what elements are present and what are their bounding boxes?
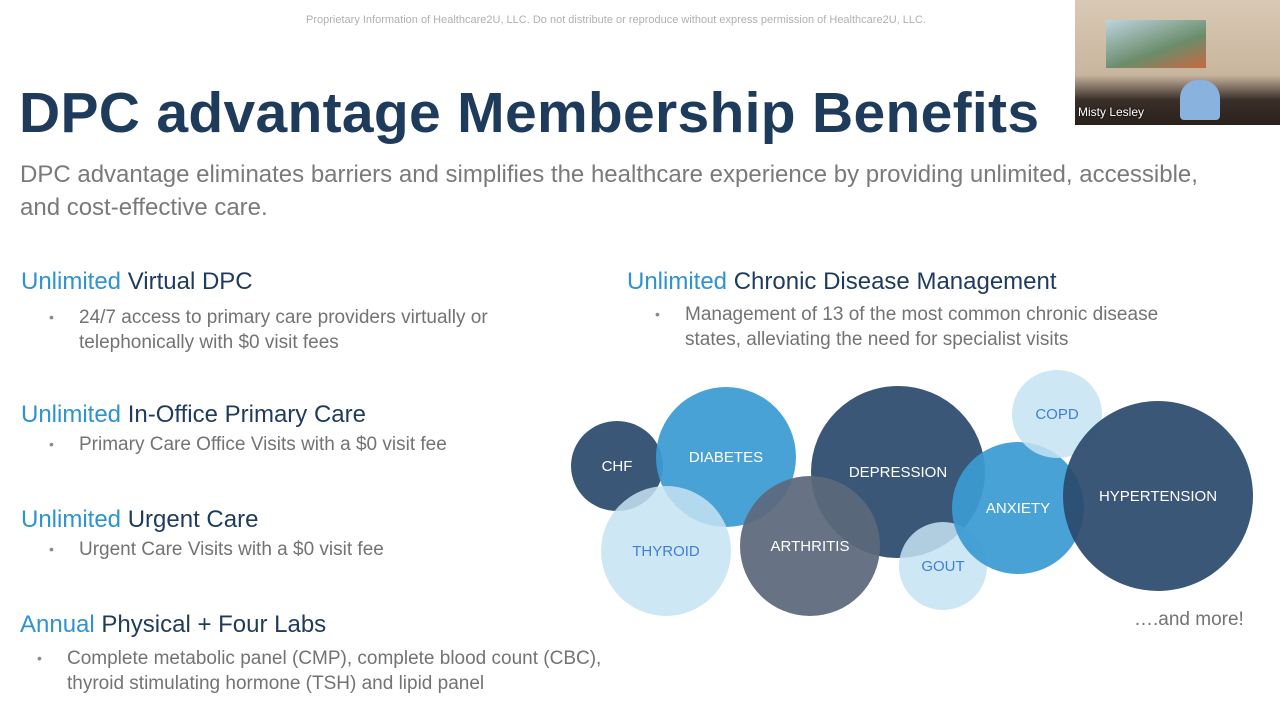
heading-text: Urgent Care: [127, 506, 259, 533]
bubble-label: THYROID: [632, 543, 700, 560]
bullet: • Complete metabolic panel (CMP), complet…: [37, 646, 627, 696]
bubble-thyroid: [601, 486, 731, 616]
section-in-office: Unlimited In-Office Primary Care • Primar…: [21, 401, 569, 457]
bullet-icon: •: [37, 650, 42, 666]
bubble-anxiety: [952, 442, 1084, 574]
bullet-text: Management of 13 of the most common chro…: [685, 304, 1159, 350]
section-virtual-dpc: Unlimited Virtual DPC • 24/7 access to pr…: [21, 268, 529, 355]
heading-accent: Unlimited: [21, 401, 122, 428]
bubble-chf: [571, 421, 663, 511]
bullet-icon: •: [49, 309, 54, 325]
bubble-label: DEPRESSION: [849, 464, 947, 481]
section-heading: Unlimited In-Office Primary Care: [21, 401, 569, 429]
section-heading: Unlimited Chronic Disease Management: [627, 268, 1215, 296]
bullet-icon: •: [49, 436, 54, 452]
bubble-label: COPD: [1035, 406, 1079, 423]
confidentiality-notice: Proprietary Information of Healthcare2U,…: [306, 14, 926, 26]
bubble-label: CHF: [602, 458, 633, 475]
page-title: DPC advantage Membership Benefits: [19, 81, 1040, 145]
heading-text: Physical + Four Labs: [101, 611, 327, 638]
heading-accent: Unlimited: [21, 268, 122, 295]
bullet-icon: •: [49, 541, 54, 557]
and-more-text: ….and more!: [1134, 609, 1244, 630]
bubble-label: ANXIETY: [986, 500, 1050, 517]
bullet-text: Primary Care Office Visits with a $0 vis…: [79, 434, 447, 455]
bullet-text: Complete metabolic panel (CMP), complete…: [67, 648, 602, 694]
bubble-label: DIABETES: [689, 449, 763, 466]
participant-figure: [1180, 80, 1220, 120]
heading-text: Chronic Disease Management: [733, 268, 1057, 295]
section-heading: Unlimited Urgent Care: [21, 506, 569, 534]
section-chronic-disease: Unlimited Chronic Disease Management • Ma…: [627, 268, 1215, 352]
section-heading: Annual Physical + Four Labs: [20, 611, 627, 639]
section-annual-physical: Annual Physical + Four Labs • Complete me…: [20, 611, 627, 696]
bullet-text: Urgent Care Visits with a $0 visit fee: [79, 539, 384, 560]
section-urgent-care: Unlimited Urgent Care • Urgent Care Visit…: [21, 506, 569, 562]
bubble-copd: [1012, 370, 1102, 458]
bullet: • Urgent Care Visits with a $0 visit fee: [49, 537, 569, 562]
section-heading: Unlimited Virtual DPC: [21, 268, 529, 296]
bubble-label: HYPERTENSION: [1099, 488, 1217, 505]
bullet: • Primary Care Office Visits with a $0 vi…: [49, 432, 569, 457]
bullet: • 24/7 access to primary care providers v…: [49, 305, 529, 355]
heading-accent: Unlimited: [627, 268, 728, 295]
bullet-icon: •: [655, 306, 660, 322]
participant-name: Misty Lesley: [1078, 105, 1145, 119]
bubble-label: ARTHRITIS: [771, 538, 850, 555]
bubble-label: GOUT: [921, 558, 964, 575]
heading-accent: Annual: [20, 611, 95, 638]
heading-text: In-Office Primary Care: [127, 401, 366, 428]
heading-text: Virtual DPC: [127, 268, 253, 295]
heading-accent: Unlimited: [21, 506, 122, 533]
subtitle: DPC advantage eliminates barriers and si…: [20, 161, 1198, 221]
bullet: • Management of 13 of the most common chr…: [655, 302, 1215, 352]
bullet-text: 24/7 access to primary care providers vi…: [79, 307, 488, 353]
background-painting: [1106, 20, 1206, 68]
bubble-hypertension: [1063, 401, 1253, 591]
bubble-arthritis: [740, 476, 880, 616]
